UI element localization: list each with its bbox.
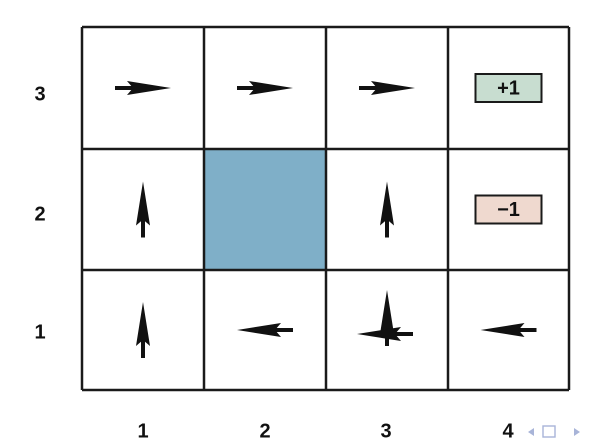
wall-cell bbox=[204, 149, 326, 270]
column-label-4: 4 bbox=[502, 420, 514, 442]
arrow-up-icon bbox=[136, 181, 150, 238]
triangle-left-icon[interactable] bbox=[528, 428, 534, 436]
arrow-left-icon bbox=[357, 327, 413, 341]
column-label-1: 1 bbox=[137, 420, 148, 442]
square-outline-icon[interactable] bbox=[542, 425, 556, 438]
row-label-1: 1 bbox=[34, 321, 45, 343]
row-label-3: 3 bbox=[34, 83, 45, 105]
positive-reward-box bbox=[474, 73, 543, 103]
row-label-2: 2 bbox=[34, 203, 45, 225]
arrow-up-icon bbox=[380, 181, 394, 238]
triangle-right-icon[interactable] bbox=[574, 428, 580, 436]
cell-contents: +1 −1 bbox=[115, 73, 543, 358]
negative-reward-box bbox=[474, 194, 543, 225]
positive-reward-label: +1 bbox=[497, 77, 520, 99]
column-label-3: 3 bbox=[380, 420, 391, 442]
arrow-right-icon bbox=[237, 81, 293, 95]
arrow-left-icon bbox=[480, 323, 537, 337]
grid-lines bbox=[80, 25, 571, 392]
arrow-up-icon bbox=[136, 302, 150, 358]
arrow-left-icon bbox=[237, 323, 293, 337]
arrow-right-icon bbox=[359, 81, 415, 95]
axis-labels: 3 2 1 1 2 3 4 bbox=[34, 83, 514, 442]
slide-navigation bbox=[528, 425, 580, 438]
negative-reward-label: −1 bbox=[497, 199, 520, 221]
column-label-2: 2 bbox=[259, 420, 270, 442]
arrow-right-icon bbox=[115, 81, 171, 95]
